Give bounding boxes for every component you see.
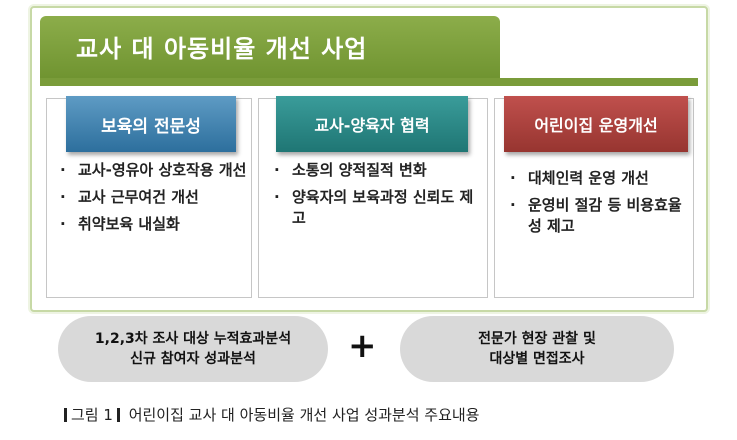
- method-line: 대상별 면접조사: [489, 351, 585, 367]
- list-item: ·교사 근무여건 개선: [60, 188, 199, 206]
- column-heading-cooperation: 교사-양육자 협력: [276, 96, 468, 152]
- plus-icon: +: [348, 326, 377, 366]
- bullet-icon: ·: [510, 196, 516, 214]
- list-item: ·교사-영유아 상호작용 개선: [60, 161, 247, 179]
- title-tab: [40, 16, 500, 80]
- bullet-icon: ·: [274, 188, 280, 206]
- list-item: ·취약보육 내실화: [60, 215, 180, 233]
- column-list-professionalism: ·교사-영유아 상호작용 개선 ·교사 근무여건 개선 ·취약보육 내실화: [56, 160, 252, 241]
- method-line: 신규 참여자 성과분석: [130, 351, 256, 367]
- list-item: ·양육자의 보육과정 신뢰도 제고: [274, 188, 474, 227]
- bullet-icon: ·: [60, 215, 66, 233]
- column-heading-operation: 어린이집 운영개선: [504, 96, 688, 152]
- column-heading-professionalism: 보육의 전문성: [66, 96, 236, 152]
- diagram-title: 교사 대 아동비율 개선 사업: [76, 35, 368, 63]
- figure-caption: 그림 1 어린이집 교사 대 아동비율 개선 사업 성과분석 주요내용: [60, 404, 720, 425]
- list-item: ·운영비 절감 등 비용효율성 제고: [510, 196, 682, 235]
- bullet-icon: ·: [60, 161, 66, 179]
- method-pill-cumulative-analysis: 1,2,3차 조사 대상 누적효과분석 신규 참여자 성과분석: [58, 316, 328, 382]
- list-item: ·대체인력 운영 개선: [510, 169, 649, 187]
- column-list-cooperation: ·소통의 양적질적 변화 ·양육자의 보육과정 신뢰도 제고: [270, 160, 486, 235]
- caption-bar-icon: [116, 408, 120, 422]
- list-item: ·소통의 양적질적 변화: [274, 161, 427, 179]
- caption-text: 어린이집 교사 대 아동비율 개선 사업 성과분석 주요내용: [128, 406, 480, 424]
- bullet-icon: ·: [510, 169, 516, 187]
- bullet-icon: ·: [60, 188, 66, 206]
- method-line: 1,2,3차 조사 대상 누적효과분석: [94, 331, 292, 347]
- caption-label: 그림 1: [71, 406, 113, 424]
- method-line: 전문가 현장 관찰 및: [478, 331, 596, 347]
- method-pill-field-observation: 전문가 현장 관찰 및 대상별 면접조사: [400, 316, 674, 382]
- caption-bar-icon: [64, 408, 67, 422]
- title-underline-bar: [40, 78, 698, 86]
- column-list-operation: ·대체인력 운영 개선 ·운영비 절감 등 비용효율성 제고: [506, 168, 692, 243]
- bullet-icon: ·: [274, 161, 280, 179]
